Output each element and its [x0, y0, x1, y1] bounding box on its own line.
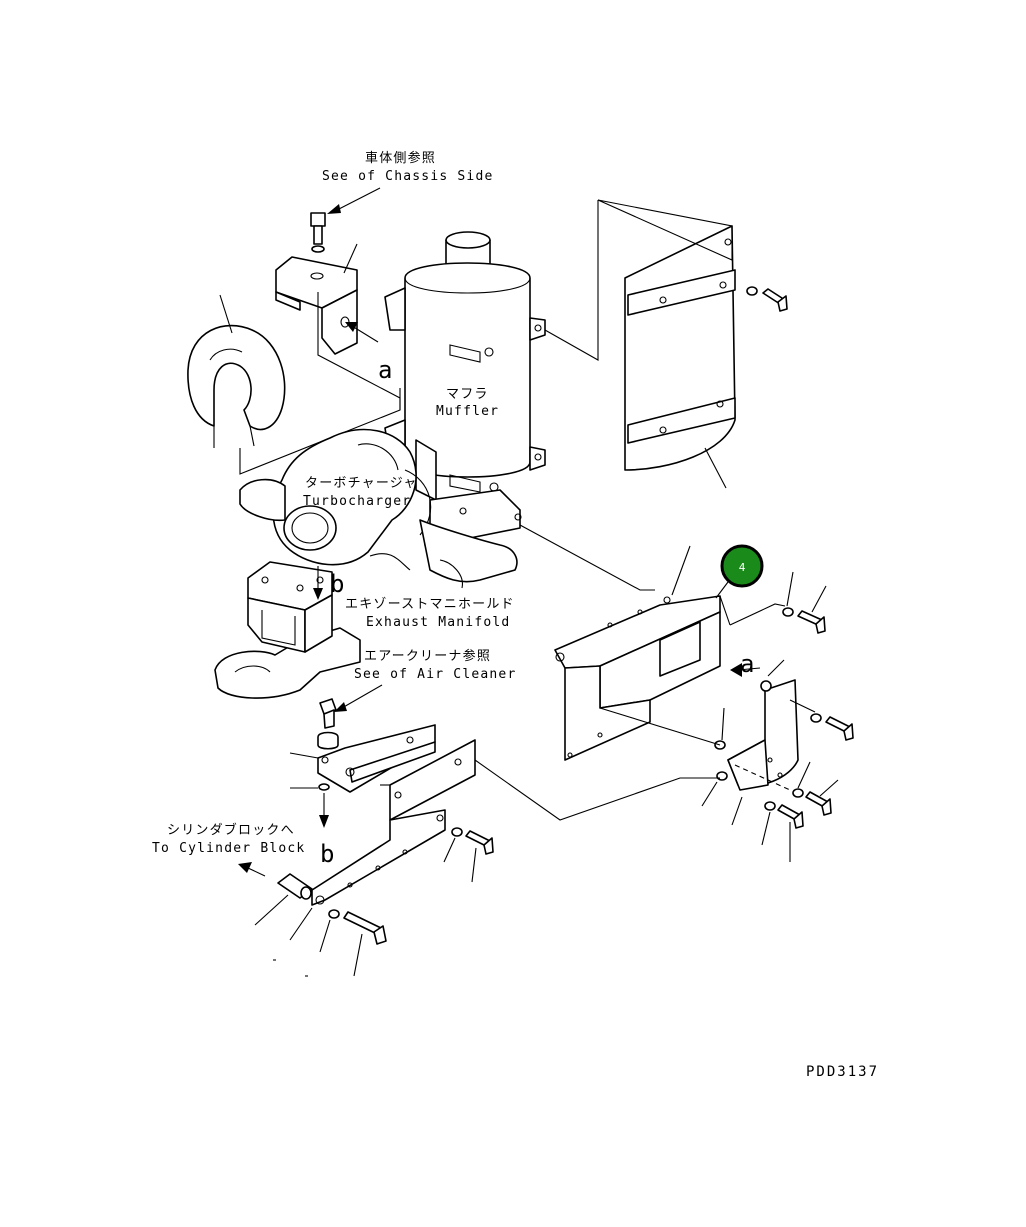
exhaust-manifold	[214, 519, 518, 699]
lower-right-bracket	[599, 659, 799, 807]
callout-number: 4	[739, 561, 746, 574]
turbo-label-en: Turbocharger	[303, 494, 411, 509]
muffler-label-jp: マフラ	[446, 387, 489, 402]
drawing-code: PDD3137	[806, 1064, 879, 1080]
exhaust-label-jp: エキゾーストマニホールド	[345, 597, 515, 612]
turbocharger	[239, 428, 432, 571]
ref-a-label-bottom: a	[740, 650, 754, 678]
muffler-guard	[544, 199, 736, 489]
chassis-label-jp: 車体側参照	[365, 150, 436, 166]
exhaust-label-en: Exhaust Manifold	[366, 615, 510, 630]
turbo-label-jp: ターボチャージャ	[305, 476, 418, 491]
guard-bolt	[746, 286, 788, 312]
lower-left-bracket	[289, 698, 720, 941]
cylinder-label-en: To Cylinder Block	[152, 841, 305, 856]
muffler-to-bracket-line	[317, 292, 401, 410]
chassis-label-en: See of Chassis Side	[322, 169, 494, 184]
chassis-bracket	[275, 212, 358, 355]
insulation-blanket	[187, 294, 286, 448]
muffler-label-en: Muffler	[436, 404, 499, 419]
dowel-pin	[238, 862, 313, 926]
ref-a-label-top: a	[378, 356, 392, 384]
air-cleaner-arrow	[334, 684, 383, 712]
exhaust-bracket	[247, 561, 333, 653]
bracket-bolts-right	[729, 571, 827, 634]
ref-b-arrow-top	[313, 566, 323, 600]
aircleaner-label-en: See of Air Cleaner	[354, 667, 516, 682]
ref-a-arrow-top	[345, 322, 379, 343]
stand-to-bracket-line	[519, 524, 655, 591]
ref-b-arrow-bottom	[319, 793, 329, 828]
main-bracket	[554, 545, 731, 761]
callout-4[interactable]: 4	[715, 544, 764, 599]
ref-b-label-bottom: b	[320, 840, 334, 868]
aircleaner-label-jp: エアークリーナ参照	[364, 648, 491, 664]
lower-left-bolts	[319, 827, 494, 977]
lower-right-bolts	[731, 699, 854, 862]
chassis-arrow	[327, 187, 381, 214]
cylinder-label-jp: シリンダブロックへ	[167, 822, 295, 838]
ref-a-arrow-bottom	[730, 663, 761, 677]
ref-b-label-top: b	[330, 570, 344, 598]
